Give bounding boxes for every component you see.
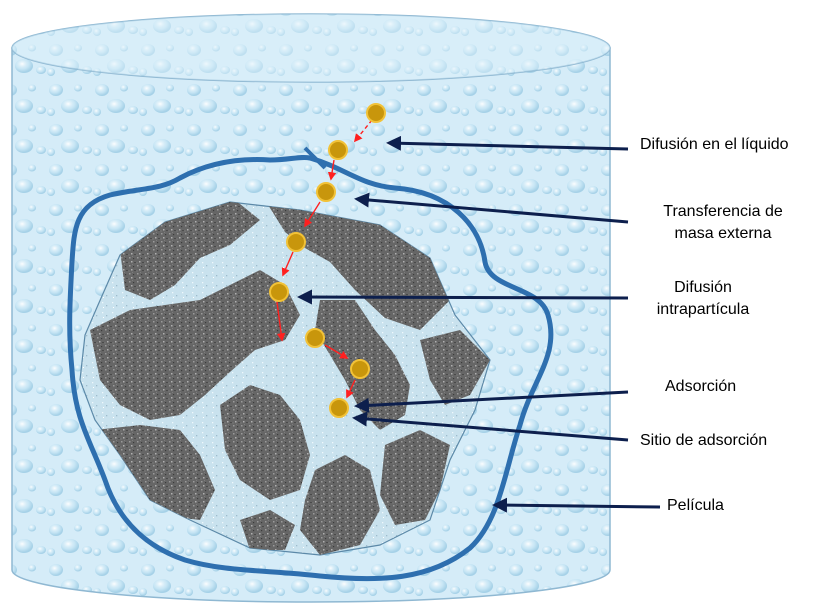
adsorbate-molecule-icon (306, 329, 324, 347)
label-intraparticle-diffusion: Difusión intrapartícula (638, 277, 768, 321)
label-line: intrapartícula (638, 299, 768, 321)
arrow-icon (495, 505, 660, 507)
adsorbate-molecule-icon (330, 399, 348, 417)
label-line: masa externa (638, 223, 808, 245)
adsorbate-molecule-icon (329, 141, 347, 159)
label-line: Difusión (638, 277, 768, 299)
adsorbate-molecule-icon (367, 104, 385, 122)
label-external-mass-transfer: Transferencia de masa externa (638, 201, 808, 245)
label-adsorption-site: Sitio de adsorción (640, 430, 767, 452)
arrow-icon (300, 297, 628, 298)
label-line: Transferencia de (638, 201, 808, 223)
label-adsorption: Adsorción (665, 376, 736, 398)
label-film: Película (667, 495, 724, 517)
adsorbate-molecule-icon (317, 183, 335, 201)
adsorbate-molecule-icon (270, 283, 288, 301)
adsorbate-molecule-icon (287, 233, 305, 251)
adsorbate-molecule-icon (351, 360, 369, 378)
label-liquid-diffusion: Difusión en el líquido (640, 134, 789, 156)
